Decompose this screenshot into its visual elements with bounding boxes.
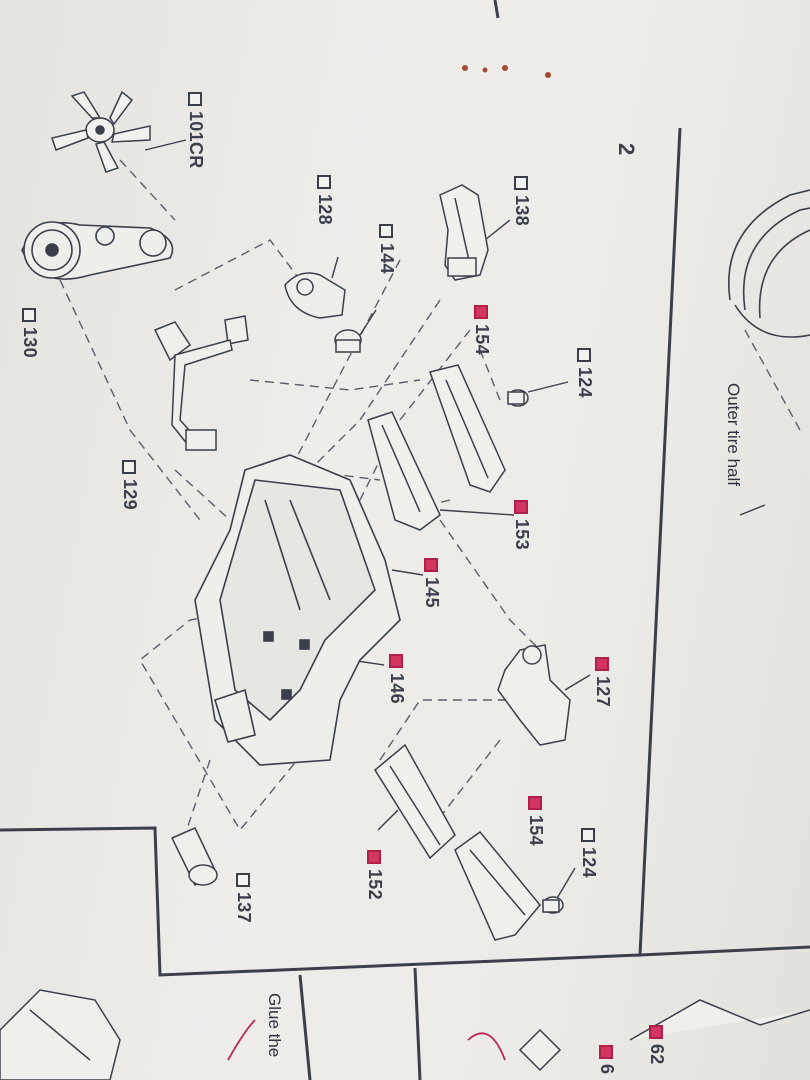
part-number: 6 bbox=[597, 1064, 617, 1075]
part-label-145[interactable]: 145 bbox=[422, 558, 442, 608]
step-number: 2 bbox=[614, 143, 639, 156]
part-label-101cr[interactable]: 101CR bbox=[186, 92, 206, 169]
part-label-130[interactable]: 130 bbox=[20, 308, 40, 358]
lower-panel-divider bbox=[298, 974, 312, 1080]
part-label-129[interactable]: 129 bbox=[120, 460, 140, 510]
oil-pan-part-154 bbox=[454, 830, 541, 941]
part-label-153[interactable]: 153 bbox=[512, 500, 532, 550]
part-label-128[interactable]: 128 bbox=[315, 175, 335, 225]
part-label-154-top[interactable]: 154 bbox=[472, 305, 492, 355]
lower-panel-divider-2 bbox=[413, 967, 422, 1080]
breather-part-124-bottom bbox=[542, 896, 564, 914]
top-mark bbox=[493, 0, 500, 19]
right-panel-divider bbox=[639, 945, 810, 957]
fan-part-101cr bbox=[51, 90, 151, 173]
glue-hint-label: Glue the bbox=[265, 993, 284, 1058]
bracket-part-138 bbox=[439, 184, 489, 281]
part-label-6x[interactable]: 6 bbox=[597, 1045, 617, 1075]
checkbox-62[interactable] bbox=[649, 1025, 663, 1039]
part-number: 128 bbox=[315, 194, 335, 225]
part-number: 138 bbox=[512, 195, 532, 226]
checkbox-153[interactable] bbox=[514, 500, 528, 514]
checkbox-101cr[interactable] bbox=[188, 92, 202, 106]
part-number: 152 bbox=[365, 869, 385, 900]
cap-part-144 bbox=[334, 329, 362, 353]
part-label-154-bottom[interactable]: 154 bbox=[526, 796, 546, 846]
outer-tire-half-label: Outer tire half bbox=[724, 383, 743, 486]
part-label-124-top[interactable]: 124 bbox=[575, 348, 595, 398]
starter-part-137 bbox=[170, 827, 218, 887]
checkbox-124-top[interactable] bbox=[577, 348, 591, 362]
part-number: 144 bbox=[377, 243, 397, 274]
part-number: 62 bbox=[647, 1044, 667, 1065]
valve-cover-part-153 bbox=[429, 364, 506, 493]
breather-part-124-top bbox=[507, 389, 529, 407]
pulley-belt-part-130 bbox=[21, 221, 174, 280]
part-number: 124 bbox=[579, 847, 599, 878]
valve-cover-part-152 bbox=[374, 743, 456, 860]
part-number: 137 bbox=[234, 892, 254, 923]
checkbox-154-top[interactable] bbox=[474, 305, 488, 319]
checkbox-146[interactable] bbox=[389, 654, 403, 668]
linkage-part-129 bbox=[153, 315, 249, 451]
checkbox-6x[interactable] bbox=[599, 1045, 613, 1059]
engine-fragment-lower bbox=[0, 989, 810, 1080]
checkbox-127[interactable] bbox=[595, 657, 609, 671]
part-label-124-bottom[interactable]: 124 bbox=[579, 828, 599, 878]
checkbox-154-bottom[interactable] bbox=[528, 796, 542, 810]
part-number: 154 bbox=[472, 324, 492, 355]
intake-part-146 bbox=[367, 411, 441, 531]
part-label-138[interactable]: 138 bbox=[512, 176, 532, 226]
tire-drawing bbox=[728, 189, 810, 338]
red-marker-stroke-2 bbox=[227, 1019, 256, 1061]
part-label-62[interactable]: 62 bbox=[647, 1025, 667, 1065]
part-number: 146 bbox=[387, 673, 407, 704]
checkbox-152[interactable] bbox=[367, 850, 381, 864]
step-panel-border bbox=[0, 127, 682, 977]
checkbox-124-bottom[interactable] bbox=[581, 828, 595, 842]
checkbox-144[interactable] bbox=[379, 224, 393, 238]
checkbox-145[interactable] bbox=[424, 558, 438, 572]
part-label-144[interactable]: 144 bbox=[377, 224, 397, 274]
part-number: 101CR bbox=[186, 111, 206, 169]
part-label-152[interactable]: 152 bbox=[365, 850, 385, 900]
engine-block bbox=[194, 454, 401, 766]
part-number: 129 bbox=[120, 479, 140, 510]
checkbox-137[interactable] bbox=[236, 873, 250, 887]
part-number: 154 bbox=[526, 815, 546, 846]
stain-marks bbox=[462, 65, 551, 78]
checkbox-128[interactable] bbox=[317, 175, 331, 189]
part-number: 127 bbox=[593, 676, 613, 707]
part-number: 130 bbox=[20, 327, 40, 358]
checkbox-130[interactable] bbox=[22, 308, 36, 322]
part-label-146[interactable]: 146 bbox=[387, 654, 407, 704]
red-marker-stroke bbox=[467, 1032, 506, 1061]
part-number: 145 bbox=[422, 577, 442, 608]
part-number: 153 bbox=[512, 519, 532, 550]
checkbox-129[interactable] bbox=[122, 460, 136, 474]
pulley-part-128 bbox=[284, 272, 346, 319]
part-label-137[interactable]: 137 bbox=[234, 873, 254, 923]
checkbox-138[interactable] bbox=[514, 176, 528, 190]
part-number: 124 bbox=[575, 367, 595, 398]
water-pump-part-127 bbox=[497, 644, 571, 746]
part-label-127[interactable]: 127 bbox=[593, 657, 613, 707]
